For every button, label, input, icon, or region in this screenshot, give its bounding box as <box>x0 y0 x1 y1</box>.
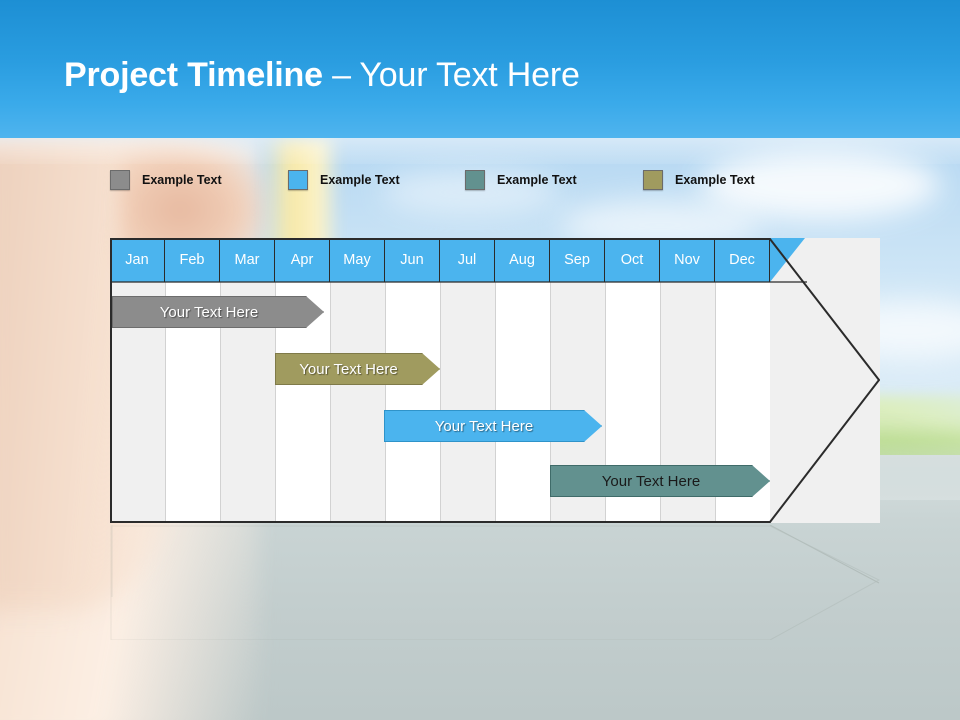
task-bar-label: Your Text Here <box>299 360 398 378</box>
task-bar-label: Your Text Here <box>159 303 259 321</box>
month-header-cell-aug[interactable]: Aug <box>495 238 550 282</box>
legend-swatch <box>110 170 130 190</box>
legend-swatch <box>465 170 485 190</box>
slide-header-band: Project Timeline – Your Text Here <box>0 0 960 138</box>
task-bar[interactable]: Your Text Here <box>275 353 440 385</box>
chart-arrow-fill <box>770 238 880 523</box>
legend-label: Example Text <box>497 173 577 187</box>
month-header-cell-jun[interactable]: Jun <box>385 238 440 282</box>
task-bar-label: Your Text Here <box>434 417 534 435</box>
page-title-separator: – <box>322 56 360 94</box>
legend-label: Example Text <box>675 173 755 187</box>
month-header-cell-nov[interactable]: Nov <box>660 238 715 282</box>
background-cloud <box>700 150 940 220</box>
legend: Example Text Example Text Example Text Exam… <box>110 168 870 192</box>
legend-swatch <box>643 170 663 190</box>
month-header-cell-sep[interactable]: Sep <box>550 238 605 282</box>
column-divider <box>330 282 331 523</box>
month-header-cell-oct[interactable]: Oct <box>605 238 660 282</box>
month-header-cell-jan[interactable]: Jan <box>110 238 165 282</box>
column-divider <box>385 282 386 523</box>
legend-item[interactable]: Example Text <box>288 168 400 192</box>
task-bar[interactable]: Your Text Here <box>112 296 324 328</box>
page-title: Project Timeline – Your Text Here <box>64 56 580 95</box>
month-header-cell-mar[interactable]: Mar <box>220 238 275 282</box>
background-highlight-strip <box>0 138 960 164</box>
legend-item[interactable]: Example Text <box>465 168 577 192</box>
month-header-cell-feb[interactable]: Feb <box>165 238 220 282</box>
task-bar[interactable]: Your Text Here <box>550 465 770 497</box>
month-header-cell-jul[interactable]: Jul <box>440 238 495 282</box>
month-header-cell-apr[interactable]: Apr <box>275 238 330 282</box>
month-header-cell-dec[interactable]: Dec <box>715 238 770 282</box>
legend-swatch <box>288 170 308 190</box>
legend-item[interactable]: Example Text <box>643 168 755 192</box>
page-title-light: Your Text Here <box>359 56 580 94</box>
legend-item[interactable]: Example Text <box>110 168 222 192</box>
task-bar[interactable]: Your Text Here <box>384 410 602 442</box>
task-bar-label: Your Text Here <box>601 472 701 490</box>
page-title-strong: Project Timeline <box>64 56 323 94</box>
legend-label: Example Text <box>142 173 222 187</box>
column-divider <box>495 282 496 523</box>
month-header-cell-may[interactable]: May <box>330 238 385 282</box>
legend-label: Example Text <box>320 173 400 187</box>
column-divider <box>440 282 441 523</box>
